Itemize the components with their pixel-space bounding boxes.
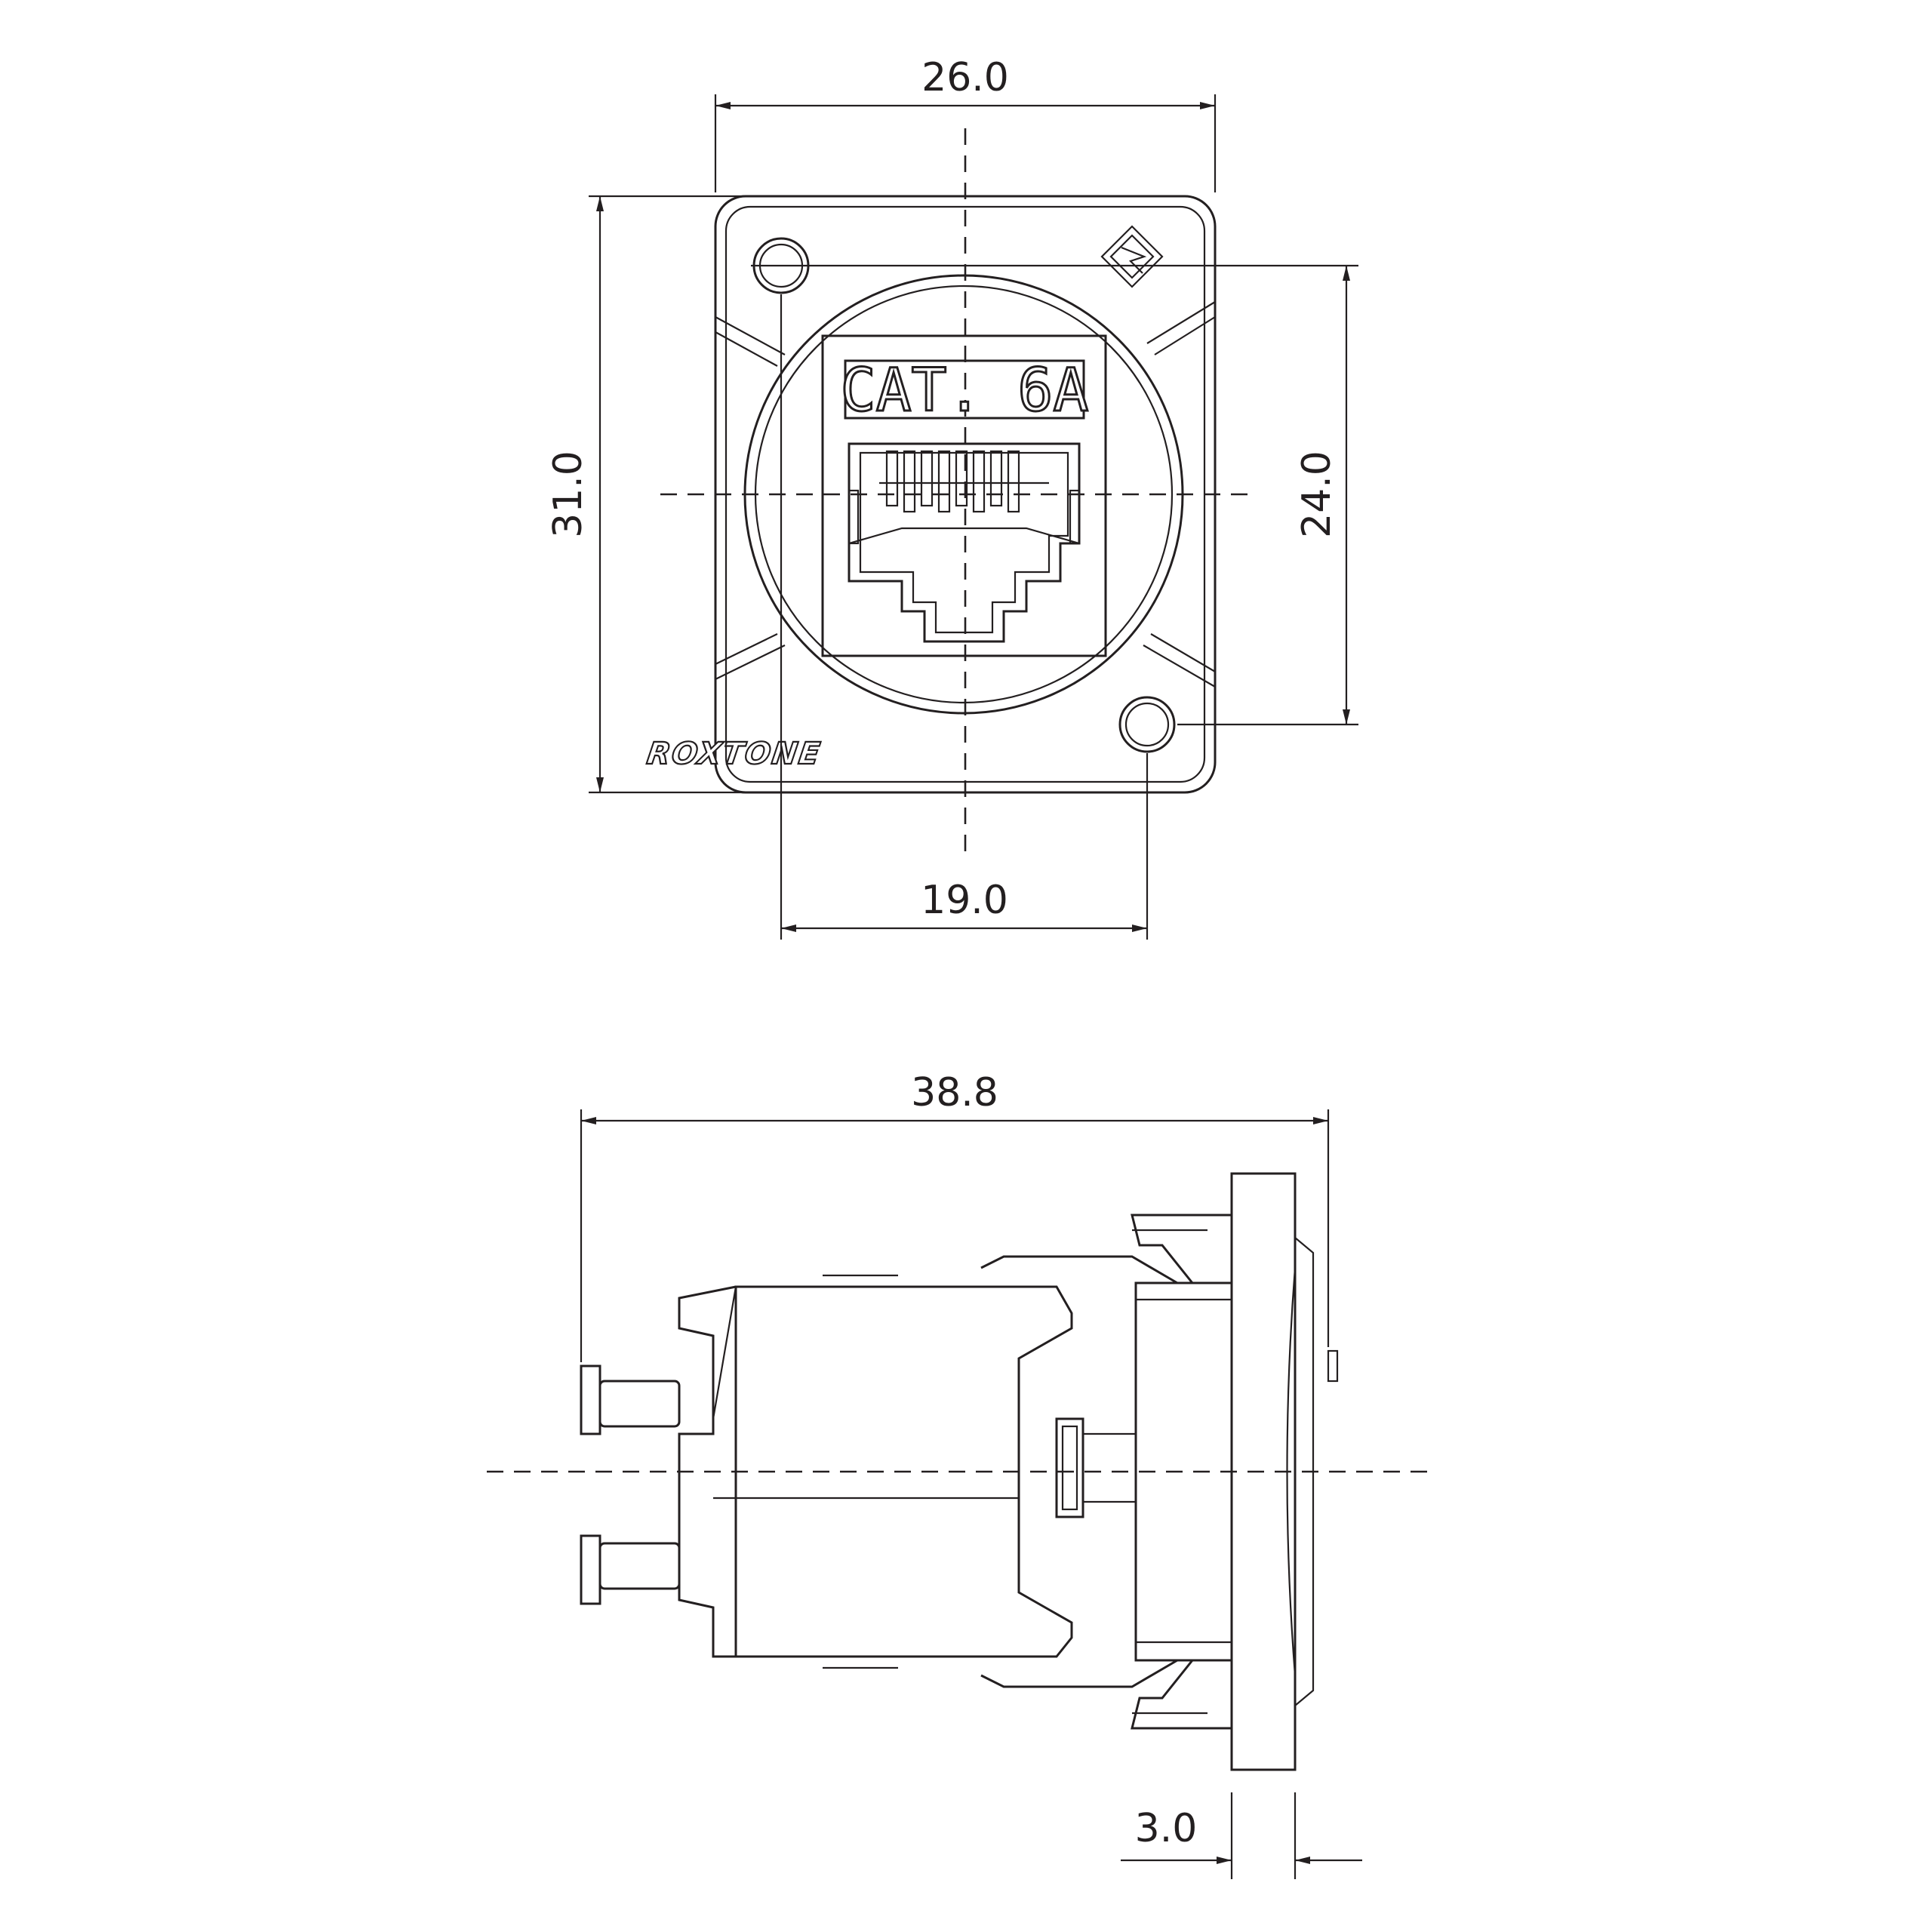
dim-hole-vertical-label: 24.0 — [1294, 451, 1340, 538]
rj45-contact-pins — [879, 450, 1049, 513]
mounting-hole-bottom-right — [1118, 696, 1176, 753]
dim-thickness-label: 3.0 — [1135, 1806, 1198, 1851]
logo-badge-icon — [1100, 225, 1164, 288]
dim-width-26: 26.0 — [714, 55, 1217, 192]
flange-corner-lines — [715, 301, 1216, 688]
dim-length-label: 38.8 — [911, 1070, 998, 1115]
dim-hole-horizontal-19: 19.0 — [780, 294, 1149, 940]
dim-thickness-3: 3.0 — [1121, 1792, 1362, 1879]
side-view: 38.8 3.0 — [487, 1070, 1434, 1879]
side-rear-insert — [678, 1274, 1073, 1669]
side-rj45-insert — [1055, 1417, 1136, 1518]
front-flange-bevel — [724, 205, 1206, 783]
dim-length-38-8: 38.8 — [580, 1070, 1330, 1362]
side-latch-clips — [980, 1214, 1233, 1730]
dim-height-31: 31.0 — [546, 195, 785, 794]
cat-label-box — [844, 359, 1085, 420]
rj45-port — [848, 442, 1081, 643]
front-flange-outline — [714, 195, 1217, 794]
dim-hole-horizontal-label: 19.0 — [921, 878, 1008, 923]
front-round-body — [743, 274, 1184, 715]
side-rear-pins — [580, 1364, 681, 1605]
dim-hole-vertical-24: 24.0 — [751, 264, 1358, 726]
brand-logo-text: ROXTONE — [645, 737, 823, 771]
dim-height-label: 31.0 — [546, 451, 591, 538]
front-view: CAT. 6A ROXTONE — [546, 55, 1358, 940]
front-round-body-inner — [754, 285, 1174, 704]
side-mid-housing — [1134, 1281, 1233, 1662]
jack-module-outline — [821, 334, 1107, 657]
dim-width-label: 26.0 — [921, 55, 1009, 100]
cat-label-text: CAT. 6A — [841, 357, 1089, 425]
